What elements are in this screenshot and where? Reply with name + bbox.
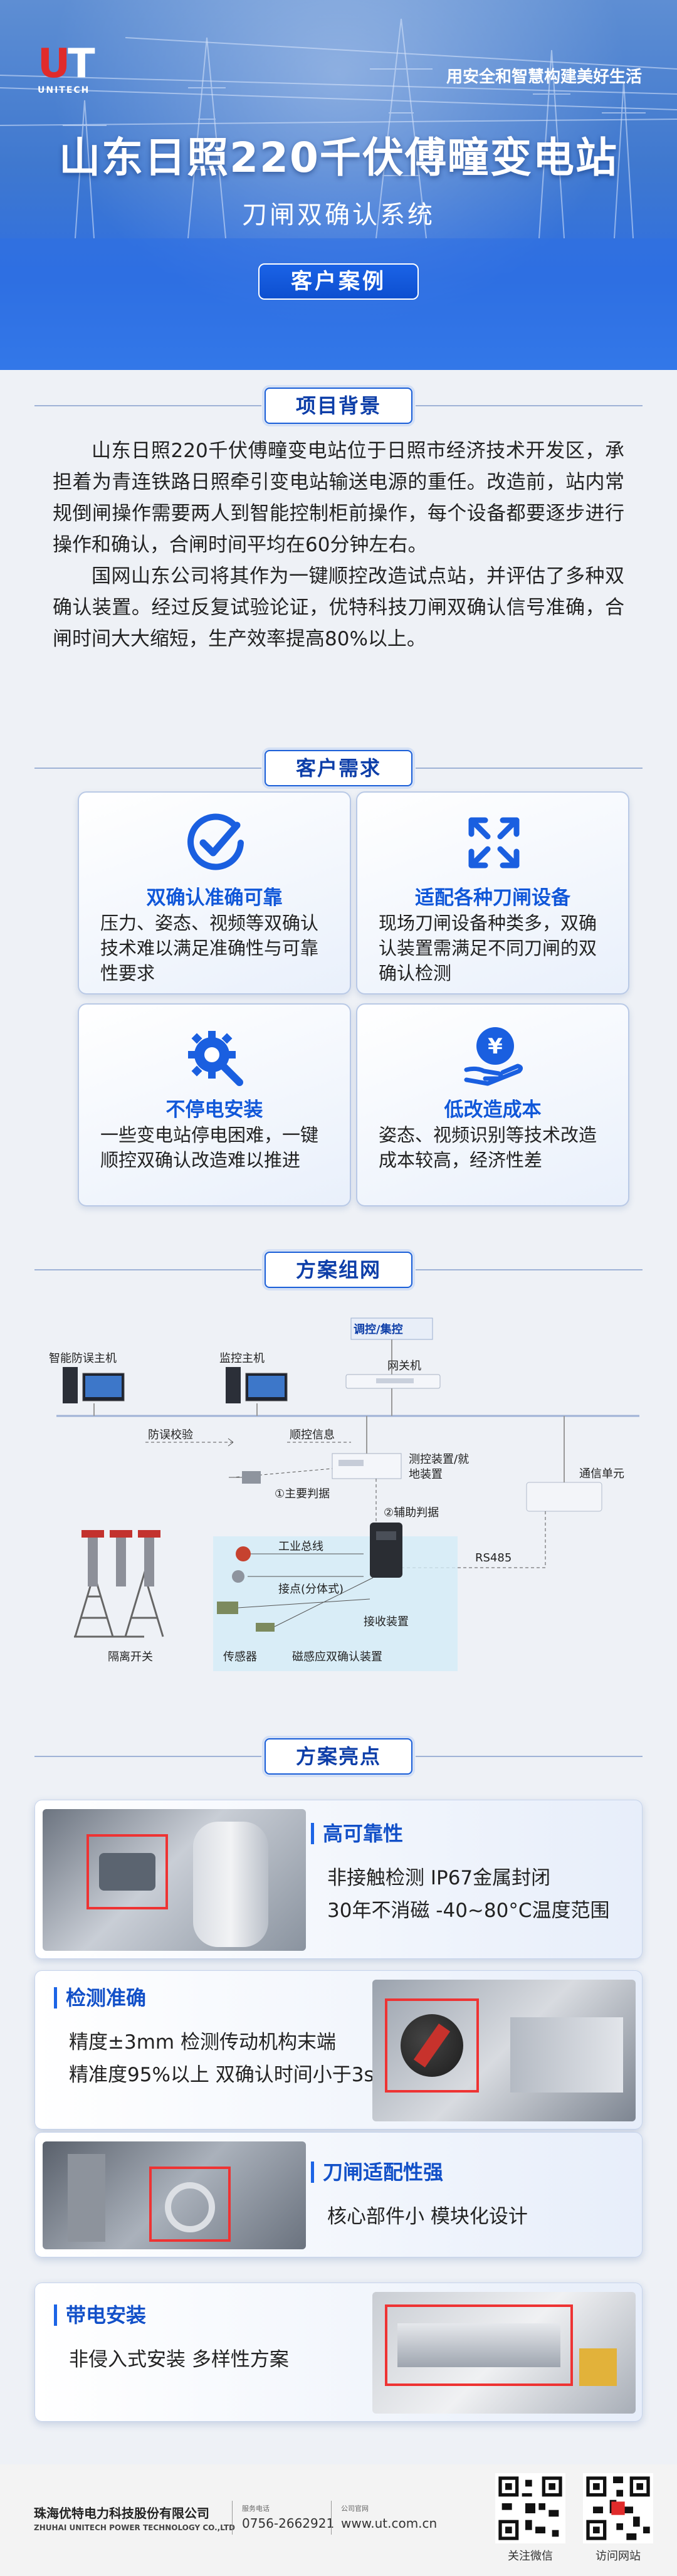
check-circle-icon <box>187 813 244 870</box>
substation-background-graphic <box>0 18 677 370</box>
page-subtitle: 刀闸双确认系统 <box>242 201 435 230</box>
highlight-photo <box>43 2141 306 2249</box>
highlight-live-install: 带电安装 非侵入式安装 多样性方案 <box>34 2283 643 2422</box>
highlight-accuracy: 检测准确 精度±3mm 检测传动机构末端 精准度95%以上 双确认时间小于3s <box>34 1970 643 2130</box>
footer: 珠海优特电力科技股份有限公司 ZHUHAI UNITECH POWER TECH… <box>0 2464 677 2576</box>
phone-label: 服务电话 <box>242 2505 270 2513</box>
label-industrial-bus: 工业总线 <box>278 1540 323 1553</box>
label-dispatch: 调控/集控 <box>354 1323 403 1336</box>
label-comm-unit: 通信单元 <box>579 1467 624 1481</box>
highlight-photo <box>43 1809 306 1951</box>
customer-case-badge: 客户案例 <box>258 263 419 300</box>
website-qr-code[interactable] <box>583 2473 653 2543</box>
label-magnetic-system: 磁感应双确认装置 <box>292 1650 382 1664</box>
label-monitor-host: 监控主机 <box>219 1352 265 1365</box>
label-contact: 接点(分体式) <box>278 1583 344 1596</box>
hero-banner: UT UNITECH 用安全和智慧构建美好生活 山东日照220千伏傅疃变电站 刀… <box>0 0 677 370</box>
highlight-photo <box>372 2292 636 2414</box>
svg-text:¥: ¥ <box>488 1034 503 1059</box>
section-header-highlights: 方案亮点 <box>0 1734 677 1778</box>
slogan: 用安全和智慧构建美好生活 <box>446 68 642 87</box>
wechat-qr-label: 关注微信 <box>508 2550 553 2563</box>
network-diagram: 调控/集控 网关机 智能防误主机 监控主机 防误校验 顺控信息 ①主要判据 测控… <box>0 1304 677 1681</box>
need-card-accuracy: 双确认准确可靠 压力、姿态、视频等双确认技术难以满足准确性与可靠性要求 <box>78 791 351 995</box>
website-link[interactable]: www.ut.com.cn <box>341 2516 438 2531</box>
company-name-en: ZHUHAI UNITECH POWER TECHNOLOGY CO.,LTD <box>34 2523 235 2532</box>
label-receiver: 接收装置 <box>364 1615 409 1628</box>
label-measure-device: 测控装置/就地装置 <box>409 1453 470 1481</box>
background-text: 山东日照220千伏傅疃变电站位于日照市经济技术开发区，承担着为青连铁路日照牵引变… <box>53 435 624 655</box>
money-hand-icon: ¥ <box>464 1027 523 1086</box>
label-sequence-info: 顺控信息 <box>290 1428 335 1442</box>
label-rs485: RS485 <box>475 1551 512 1565</box>
gear-wrench-icon <box>188 1031 243 1086</box>
need-card-low-cost: ¥ 低改造成本 姿态、视频识别等技术改造成本较高，经济性差 <box>356 1003 629 1206</box>
company-name-cn: 珠海优特电力科技股份有限公司 <box>34 2506 209 2521</box>
website-label: 公司官网 <box>341 2505 369 2513</box>
label-anti-misop-check: 防误校验 <box>148 1428 193 1442</box>
label-gateway: 网关机 <box>387 1359 421 1373</box>
page-title: 山东日照220千伏傅疃变电站 <box>59 134 618 182</box>
label-aux-judge: ②辅助判据 <box>384 1506 439 1519</box>
need-card-adaptability: 适配各种刀闸设备 现场刀闸设备种类多，双确认装置需满足不同刀闸的双确认检测 <box>356 791 629 995</box>
expand-arrows-icon <box>468 817 520 868</box>
background-paragraph-1: 山东日照220千伏傅疃变电站位于日照市经济技术开发区，承担着为青连铁路日照牵引变… <box>53 440 624 556</box>
label-isolator: 隔离开关 <box>108 1650 153 1664</box>
website-qr-label: 访问网站 <box>596 2550 641 2563</box>
section-header-needs: 客户需求 <box>0 746 677 790</box>
section-header-background: 项目背景 <box>0 384 677 428</box>
highlight-photo <box>372 1980 636 2121</box>
highlight-adaptability: 刀闸适配性强 核心部件小 模块化设计 <box>34 2132 643 2257</box>
section-header-network: 方案组网 <box>0 1248 677 1292</box>
label-main-judge: ①主要判据 <box>275 1487 330 1501</box>
label-sensor: 传感器 <box>223 1650 257 1664</box>
company-logo: UT UNITECH <box>38 41 95 95</box>
highlight-reliability: 高可靠性 非接触检测 IP67金属封闭 30年不消磁 -40~80°C温度范围 <box>34 1800 643 1959</box>
phone-number: 0756-2662921 <box>242 2516 335 2531</box>
background-paragraph-2: 国网山东公司将其作为一键顺控改造试点站，并评估了多种双确认装置。经过反复试验论证… <box>53 565 624 650</box>
wechat-qr-code[interactable] <box>495 2473 565 2543</box>
label-anti-misop-host: 智能防误主机 <box>49 1352 117 1365</box>
need-card-live-install: 不停电安装 一些变电站停电困难，一键顺控双确认改造难以推进 <box>78 1003 351 1206</box>
